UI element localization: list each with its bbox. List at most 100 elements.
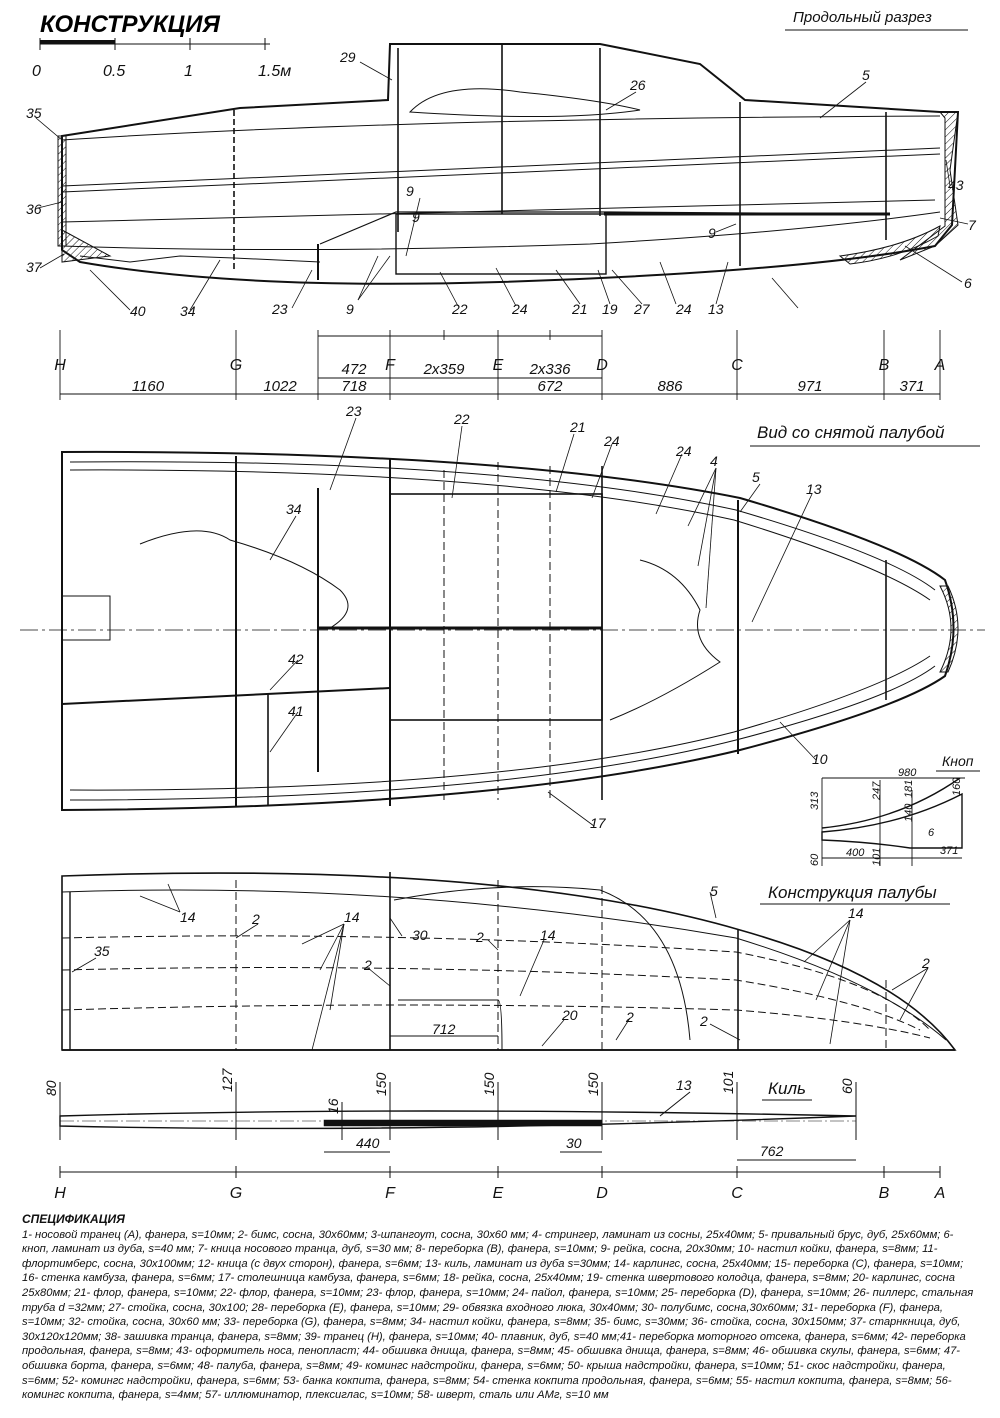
callout-deck-6: 2: [363, 957, 372, 973]
callout-long-16: 24: [511, 301, 528, 317]
keel-dim-7: 16: [325, 1098, 341, 1114]
keel-dim-5: 101: [720, 1071, 736, 1094]
dim-upper-1: 2x359: [423, 361, 466, 378]
spec-text: 1- носовой транец (A), фанера, s=10мм; 2…: [22, 1228, 974, 1402]
knop-detail: [821, 777, 965, 866]
callout-long-12: 40: [130, 303, 146, 319]
keel-dim-1: 127: [219, 1067, 235, 1092]
station-F-top: F: [385, 357, 396, 374]
scale-bar: [39, 38, 270, 50]
callout-long-7: 37: [26, 259, 43, 275]
station-C-keel: C: [731, 1185, 743, 1202]
keel-dim-0: 80: [43, 1080, 59, 1096]
view-title-deck: Конструкция палубы: [768, 883, 937, 902]
callout-plan-11: 10: [812, 751, 828, 767]
view-title-longitudinal: Продольный разрез: [793, 9, 932, 26]
knop-dim-3: 181: [903, 780, 915, 798]
keel-dim-2: 150: [373, 1072, 389, 1096]
knop-dim-9: 371: [940, 845, 958, 857]
callout-deck-10: 2: [921, 955, 930, 971]
dim-lower-5: 971: [797, 378, 822, 395]
station-G-keel: G: [230, 1185, 242, 1202]
keel-dim-11: 13: [676, 1077, 692, 1093]
keel-dim-6: 60: [839, 1078, 855, 1094]
callout-deck-13: 2: [625, 1009, 634, 1025]
callout-plan-7: 13: [806, 481, 822, 497]
callout-plan-2: 21: [569, 419, 586, 435]
longitudinal-callouts: [35, 61, 969, 311]
dim-upper-0: 472: [341, 361, 367, 378]
callout-deck-5: 14: [540, 927, 556, 943]
keel-dim-3: 150: [481, 1072, 497, 1096]
callout-deck-3: 30: [412, 927, 428, 943]
callout-long-13: 34: [180, 303, 196, 319]
station-D-top: D: [596, 357, 608, 374]
callout-long-11: 9: [346, 301, 354, 317]
station-dimension-chain: [59, 330, 941, 400]
callout-long-4: 43: [948, 177, 964, 193]
callout-long-22: 13: [708, 301, 724, 317]
plan-view: [20, 450, 985, 812]
station-G-top: G: [230, 357, 242, 374]
station-E-keel: E: [493, 1185, 504, 1202]
callout-plan-4: 24: [675, 443, 692, 459]
knop-dim-2: 247: [871, 781, 883, 801]
dim-upper-2: 2x336: [529, 361, 572, 378]
scale-label-15: 1.5м: [258, 63, 291, 80]
callout-plan-6: 5: [752, 469, 760, 485]
knop-dim-6: 60: [809, 853, 821, 866]
view-title-plan: Вид со снятой палубой: [757, 423, 945, 442]
callout-deck-7: 35: [94, 943, 110, 959]
keel-dim-4: 150: [585, 1072, 601, 1096]
callout-plan-1: 22: [453, 411, 470, 427]
dim-lower-4: 886: [657, 378, 683, 395]
station-A-top: A: [934, 357, 946, 374]
dim-lower-0: 1160: [132, 378, 165, 395]
callout-long-20: 24: [675, 301, 692, 317]
dim-lower-1: 1022: [263, 378, 297, 395]
callout-plan-5: 4: [710, 453, 718, 469]
dim-lower-6: 371: [899, 378, 924, 395]
callout-long-1: 26: [629, 77, 646, 93]
callout-plan-9: 42: [288, 651, 304, 667]
scale-label-1: 1: [184, 63, 193, 80]
specification-block: СПЕЦИФИКАЦИЯ 1- носовой транец (A), фане…: [22, 1212, 980, 1403]
dim-lower-2: 718: [341, 378, 367, 395]
station-B-keel: B: [879, 1185, 890, 1202]
knop-dim-4: 160: [951, 777, 963, 796]
callout-plan-10: 41: [288, 703, 304, 719]
keel-drawing: [59, 1082, 941, 1178]
hull-outline-profile: [61, 43, 960, 285]
knop-dim-8: 101: [871, 848, 883, 866]
scale-label-05: 0.5: [103, 63, 125, 80]
callout-deck-4: 2: [475, 929, 484, 945]
longitudinal-section: [57, 43, 960, 285]
callout-long-6: 7: [968, 217, 977, 233]
callout-plan-8: 34: [286, 501, 302, 517]
callout-deck-14: 712: [432, 1021, 456, 1037]
callout-deck-2: 14: [344, 909, 360, 925]
deck-callouts: [71, 883, 929, 1051]
keel-dim-10: 762: [760, 1143, 784, 1159]
dim-lower-3: 672: [537, 378, 563, 395]
callout-long-19: 27: [633, 301, 651, 317]
callout-long-3: 35: [26, 105, 42, 121]
callout-deck-8: 5: [710, 883, 718, 899]
plan-callouts: [269, 417, 817, 827]
callout-deck-1: 2: [251, 911, 260, 927]
knop-dim-0: 980: [898, 767, 917, 779]
station-C-top: C: [731, 357, 743, 374]
view-title-knop: Кноп: [942, 753, 974, 769]
callout-long-9: 9: [406, 183, 414, 199]
spec-title: СПЕЦИФИКАЦИЯ: [22, 1212, 125, 1226]
callout-long-8: 6: [964, 275, 972, 291]
drawing-title: КОНСТРУКЦИЯ: [40, 11, 220, 38]
callout-long-15: 22: [451, 301, 468, 317]
callout-long-0: 29: [339, 49, 356, 65]
knop-dim-5: 140: [903, 803, 915, 822]
callout-long-10: 9: [412, 209, 420, 225]
callout-long-14: 23: [271, 301, 288, 317]
callout-deck-0: 14: [180, 909, 196, 925]
callout-long-2: 5: [862, 67, 870, 83]
